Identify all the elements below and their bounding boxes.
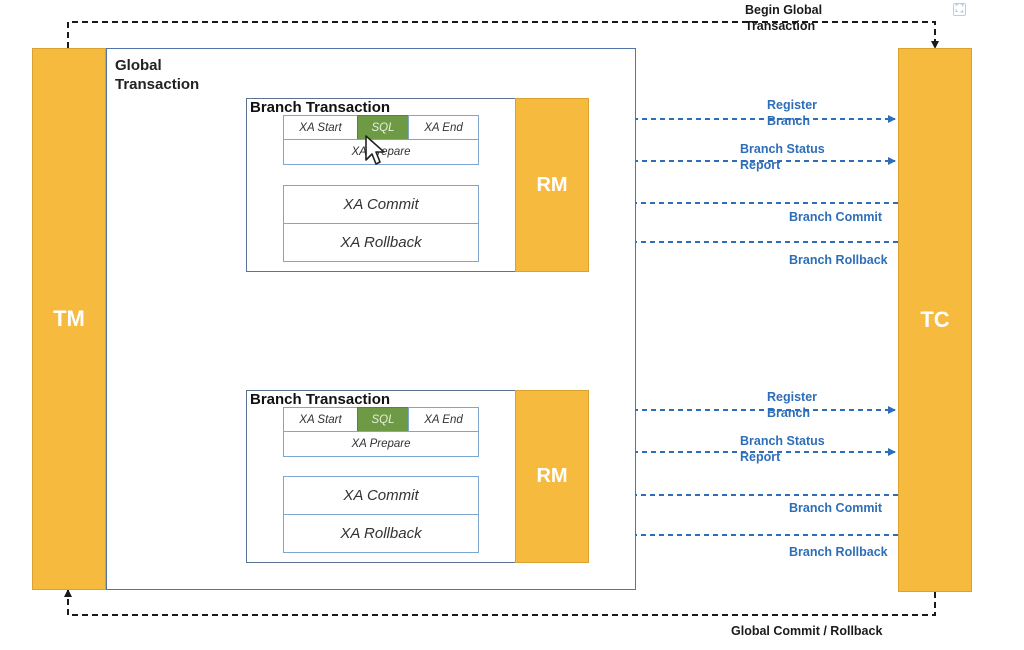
branch-status-report-label-2: Branch Status Report: [740, 434, 825, 464]
tm-label: TM: [53, 306, 85, 331]
branch-rollback-label-2: Branch Rollback: [789, 545, 888, 559]
xa-end-cell-1: XA End: [408, 115, 479, 140]
global-transaction-title: Global Transaction: [115, 57, 200, 93]
tm-box: TM: [32, 48, 106, 590]
sql-cell-2: SQL: [357, 407, 409, 432]
xa-rollback-cell-1: XA Rollback: [283, 223, 479, 262]
branch-title-2: Branch Transaction: [250, 391, 391, 408]
rm-label-2: RM: [536, 465, 568, 487]
branch-commit-label-2: Branch Commit: [789, 501, 883, 515]
xa-commit-cell-2: XA Commit: [283, 476, 479, 515]
mouse-cursor-icon: [365, 135, 385, 165]
xa-start-cell-1: XA Start: [283, 115, 358, 140]
fullscreen-icon[interactable]: ⛶: [953, 3, 966, 16]
xa-end-cell-2: XA End: [408, 407, 479, 432]
xa-start-cell-2: XA Start: [283, 407, 358, 432]
branch-commit-label-1: Branch Commit: [789, 210, 883, 224]
register-branch-label-1: Register Branch: [767, 98, 818, 128]
begin-global-transaction-label: Begin Global Transaction: [745, 3, 823, 33]
xa-commit-cell-1: XA Commit: [283, 185, 479, 224]
xa-rollback-cell-2: XA Rollback: [283, 514, 479, 553]
begin-global-connector: [67, 21, 939, 49]
rm-box-2: RM: [515, 390, 589, 563]
global-commit-rollback-label: Global Commit / Rollback: [731, 624, 883, 638]
xa-prepare-cell-2: XA Prepare: [283, 431, 479, 457]
global-commit-connector: [64, 589, 936, 616]
rm-box-1: RM: [515, 98, 589, 272]
rm-label-1: RM: [536, 173, 568, 196]
register-branch-label-2: Register Branch: [767, 390, 818, 420]
branch-rollback-label-1: Branch Rollback: [789, 253, 888, 267]
tc-label: TC: [920, 307, 950, 332]
branch-status-report-label-1: Branch Status Report: [740, 142, 825, 172]
branch-title-1: Branch Transaction: [250, 99, 391, 116]
tc-box: TC: [898, 48, 972, 592]
